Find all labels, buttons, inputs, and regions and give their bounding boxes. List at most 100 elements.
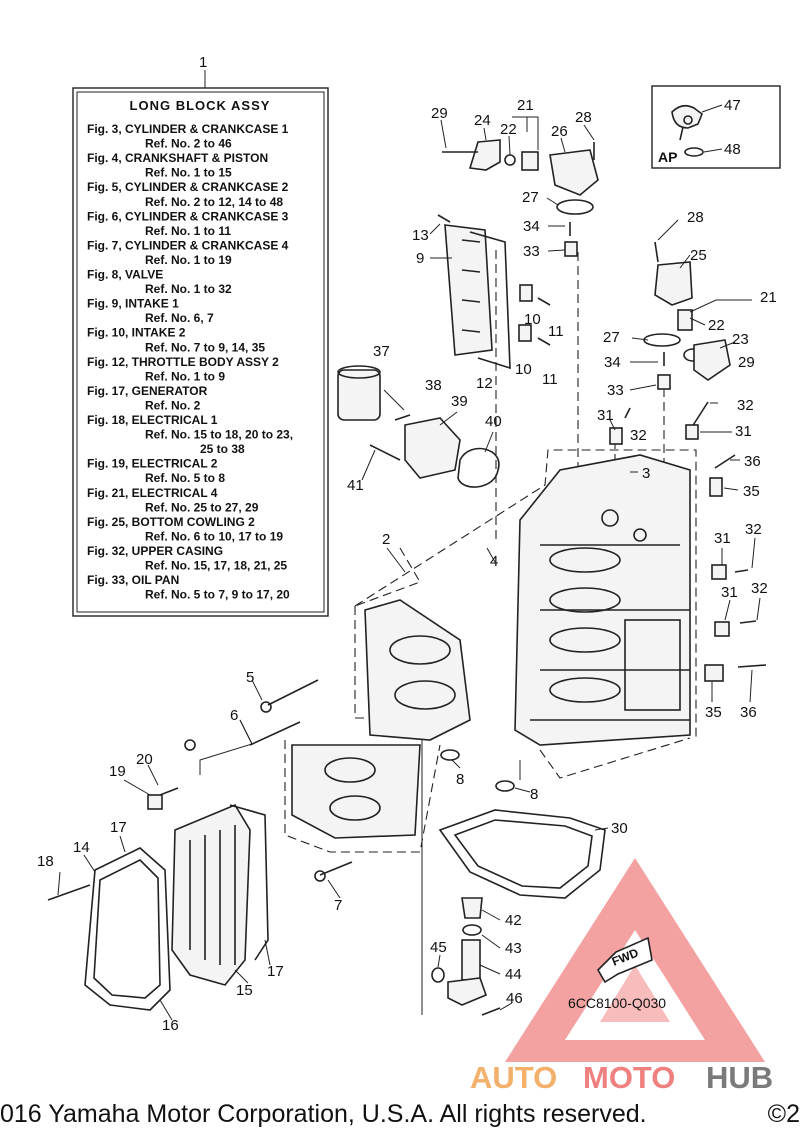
callout-17: 17 — [267, 963, 284, 980]
callout-31: 31 — [721, 584, 738, 601]
callout-21: 21 — [760, 289, 777, 306]
long-block-legend-box: 1 LONG BLOCK ASSY Fig. 3, CYLINDER & CRA… — [72, 54, 329, 617]
callout-1: 1 — [199, 54, 207, 71]
diagram-code: 6CC8100-Q030 — [568, 995, 666, 1011]
legend-figure-line: Fig. 7, CYLINDER & CRANKCASE 4 — [87, 238, 289, 252]
copyright-footer: 016 Yamaha Motor Corporation, U.S.A. All… — [0, 1100, 647, 1128]
callout-40: 40 — [485, 413, 502, 430]
callout-19: 19 — [109, 763, 126, 780]
callout-8: 8 — [456, 771, 464, 788]
callout-23: 23 — [732, 331, 749, 348]
callout-35: 35 — [743, 483, 760, 500]
callout-10: 10 — [524, 311, 541, 328]
legend-ref-line: Ref. No. 5 to 8 — [145, 471, 225, 485]
callout-41: 41 — [347, 477, 364, 494]
watermark-moto: MOTO — [583, 1060, 675, 1095]
legend-ref-line: Ref. No. 1 to 15 — [145, 166, 232, 180]
callout-11: 11 — [542, 371, 558, 388]
callout-11: 11 — [548, 323, 564, 340]
callout-3: 3 — [642, 465, 650, 482]
callout-43: 43 — [505, 940, 522, 957]
legend-figure-line: Fig. 18, ELECTRICAL 1 — [87, 413, 218, 427]
bolts — [184, 679, 353, 882]
exploded-parts-diagram: AUTO MOTO HUB 1 LONG BLOCK ASSY Fig. 3, … — [37, 54, 781, 1095]
callout-35: 35 — [705, 704, 722, 721]
callout-32: 32 — [737, 397, 754, 414]
callout-36: 36 — [744, 453, 761, 470]
callout-32: 32 — [630, 427, 647, 444]
legend-ref-line: Ref. No. 1 to 32 — [145, 282, 232, 296]
legend-ref-line: Ref. No. 2 to 12, 14 to 48 — [145, 195, 283, 209]
exhaust-cover-and-gaskets — [47, 787, 269, 1011]
right-thermostat-group — [643, 241, 731, 390]
callout-10: 10 — [515, 361, 532, 378]
callout-42: 42 — [505, 912, 522, 929]
callout-39: 39 — [451, 393, 468, 410]
callout-45: 45 — [430, 939, 447, 956]
callout-9: 9 — [416, 250, 424, 267]
legend-figure-line: Fig. 21, ELECTRICAL 4 — [87, 486, 218, 500]
copyright-symbol: ©2 — [767, 1100, 800, 1128]
callout-24: 24 — [474, 112, 491, 129]
ap-detail-box: AP — [651, 85, 781, 169]
legend-figure-line: Fig. 17, GENERATOR — [87, 384, 208, 398]
legend-ref-line: Ref. No. 5 to 7, 9 to 17, 20 — [145, 588, 290, 602]
callout-44: 44 — [505, 966, 522, 983]
callout-34: 34 — [523, 218, 540, 235]
callout-29: 29 — [431, 105, 448, 122]
fwd-arrow: FWD — [596, 936, 653, 984]
callout-28: 28 — [575, 109, 592, 126]
legend-figure-line: Fig. 25, BOTTOM COWLING 2 — [87, 515, 255, 529]
callout-4: 4 — [490, 553, 498, 570]
callout-16: 16 — [162, 1017, 179, 1034]
o-rings — [440, 749, 521, 792]
callout-28: 28 — [687, 209, 704, 226]
legend-ref-line: Ref. No. 1 to 9 — [145, 369, 225, 383]
callout-32: 32 — [751, 580, 768, 597]
callout-6: 6 — [230, 707, 238, 724]
legend-ref-line: Ref. No. 2 to 46 — [145, 137, 232, 151]
callout-13: 13 — [412, 227, 429, 244]
legend-ref-line: Ref. No. 25 to 27, 29 — [145, 500, 259, 514]
callout-33: 33 — [607, 382, 624, 399]
assembly-dashed-outlines — [284, 250, 697, 853]
legend-figure-line: Fig. 3, CYLINDER & CRANKCASE 1 — [87, 122, 289, 136]
legend-ref-line: 25 to 38 — [200, 442, 245, 456]
callout-33: 33 — [523, 243, 540, 260]
legend-ref-line: Ref. No. 2 — [145, 398, 201, 412]
part-48-shape — [684, 147, 704, 157]
callout-25: 25 — [690, 247, 707, 264]
callout-31: 31 — [714, 530, 731, 547]
callout-26: 26 — [551, 123, 568, 140]
callout-46: 46 — [506, 990, 523, 1007]
legend-ref-line: Ref. No. 15, 17, 18, 21, 25 — [145, 559, 287, 573]
legend-figure-line: Fig. 8, VALVE — [87, 268, 163, 282]
callout-30: 30 — [611, 820, 628, 837]
intake-cover — [437, 214, 551, 370]
callout-20: 20 — [136, 751, 153, 768]
legend-title: LONG BLOCK ASSY — [130, 98, 271, 113]
oil-dipstick-group — [421, 740, 501, 1016]
callout-22: 22 — [708, 317, 725, 334]
legend-ref-line: Ref. No. 6 to 10, 17 to 19 — [145, 529, 283, 543]
legend-ref-line: Ref. No. 6, 7 — [145, 311, 214, 325]
callout-47: 47 — [724, 97, 741, 114]
callout-32: 32 — [745, 521, 762, 538]
watermark-hub: HUB — [706, 1060, 773, 1095]
legend-figure-line: Fig. 4, CRANKSHAFT & PISTON — [87, 151, 268, 165]
callout-27: 27 — [522, 189, 539, 206]
callout-17: 17 — [110, 819, 127, 836]
crankcase — [291, 599, 471, 839]
callout-38: 38 — [425, 377, 442, 394]
watermark-auto: AUTO — [470, 1060, 557, 1095]
cylinder-block — [514, 454, 691, 746]
callout-8: 8 — [530, 786, 538, 803]
ap-label: AP — [658, 149, 677, 165]
legend-ref-line: Ref. No. 15 to 18, 20 to 23, — [145, 428, 293, 442]
callout-37: 37 — [373, 343, 390, 360]
legend-ref-line: Ref. No. 1 to 11 — [145, 224, 231, 238]
callout-31: 31 — [597, 407, 614, 424]
callout-36: 36 — [740, 704, 757, 721]
